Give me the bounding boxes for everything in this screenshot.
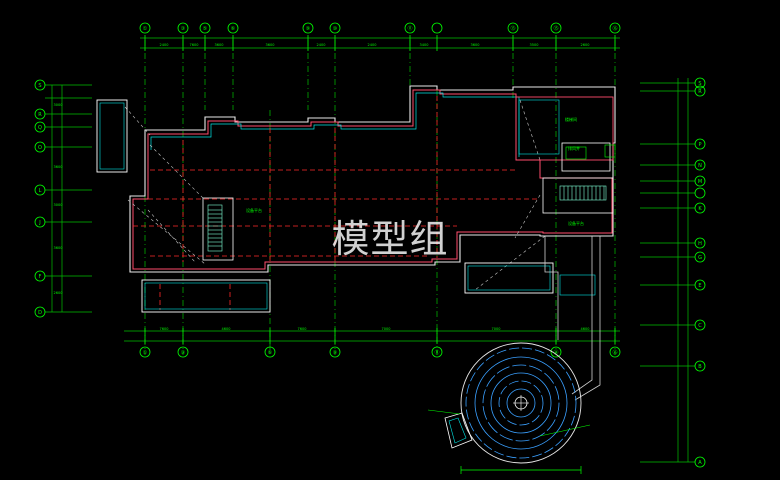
right-axis-bubbles (694, 77, 706, 468)
svg-text:⑮: ⑮ (553, 25, 558, 32)
dimension-lines (45, 37, 695, 463)
svg-text:A: A (698, 460, 702, 466)
svg-text:③: ③ (181, 350, 185, 356)
svg-text:7000: 7000 (492, 327, 501, 331)
left-axis-bubbles (34, 79, 46, 318)
svg-text:2400: 2400 (317, 43, 326, 47)
watermark-text: 模型组 (331, 217, 449, 261)
svg-text:2600: 2600 (54, 291, 63, 295)
tower-connector (544, 236, 601, 401)
bottom-right-platform (464, 262, 596, 296)
svg-text:F: F (39, 274, 42, 280)
svg-text:3600: 3600 (471, 43, 480, 47)
svg-text:3600: 3600 (54, 165, 63, 169)
svg-text:P: P (698, 142, 701, 148)
svg-text:C: C (698, 323, 702, 329)
svg-text:R: R (698, 89, 702, 95)
bottom-left-platform (141, 279, 271, 313)
room-label-3: 楼梯间 (565, 116, 577, 122)
svg-text:⑨: ⑨ (306, 26, 310, 32)
svg-text:⑨: ⑨ (333, 350, 337, 356)
annotation-marks: 设备平台 设备平台 楼梯间 排风井 (246, 116, 584, 226)
svg-text:①: ① (143, 26, 148, 32)
svg-text:Q: Q (38, 125, 42, 131)
svg-text:N: N (698, 163, 702, 169)
svg-text:S: S (698, 81, 701, 87)
svg-text:7600: 7600 (298, 327, 307, 331)
svg-text:D: D (38, 310, 42, 316)
left-axis-labels: S R Q O L J F D (38, 83, 42, 316)
right-axis-labels: S R P N M K H G E C B A (698, 81, 703, 466)
bottom-axis-bubbles (139, 346, 621, 358)
stair-left (202, 197, 234, 261)
svg-text:⑯: ⑯ (612, 349, 617, 356)
svg-text:E: E (698, 283, 701, 289)
svg-text:3000: 3000 (54, 103, 63, 107)
left-dimension-text: 3000 3600 3000 3600 2600 (54, 103, 63, 295)
svg-text:H: H (698, 241, 702, 247)
svg-text:⑩: ⑩ (333, 26, 338, 32)
svg-text:7600: 7600 (160, 327, 169, 331)
svg-text:3600: 3600 (54, 246, 63, 250)
svg-text:R: R (38, 112, 42, 118)
svg-text:L: L (39, 188, 42, 194)
svg-text:⑥: ⑥ (231, 26, 236, 32)
stair-right (542, 177, 614, 214)
top-dimension-text: 2400 7600 3600 3600 2400 2400 3400 3600 … (160, 43, 590, 47)
room-label-1: 设备平台 (246, 207, 262, 213)
top-axis-bubbles (139, 22, 621, 34)
top-axis-labels: ① ③ ⑤ ⑥ ⑨ ⑩ ⑪ ⑬ ⑮ ⑯ (143, 25, 618, 32)
svg-text:⑤: ⑤ (203, 26, 207, 32)
svg-text:③: ③ (181, 26, 185, 32)
bottom-axis-labels: ① ③ ⑥ ⑨ ⑪ ⑭ ⑯ (143, 349, 618, 356)
svg-text:⑯: ⑯ (612, 25, 617, 32)
room-label-2: 设备平台 (568, 220, 584, 226)
svg-text:⑥: ⑥ (268, 350, 273, 356)
left-equipment-platform (96, 99, 128, 173)
svg-text:S: S (38, 83, 41, 89)
bottom-dimension-text: 7600 4600 7600 7000 7000 4600 (160, 327, 590, 331)
svg-text:G: G (698, 255, 702, 261)
svg-text:3500: 3500 (530, 43, 539, 47)
svg-text:O: O (38, 145, 42, 151)
svg-text:J: J (38, 220, 40, 226)
upper-right-room (515, 96, 616, 172)
svg-text:①: ① (143, 350, 148, 356)
svg-text:3000: 3000 (54, 203, 63, 207)
svg-text:⑭: ⑭ (553, 349, 558, 356)
circular-tower (427, 342, 591, 474)
svg-text:4600: 4600 (581, 327, 590, 331)
svg-text:2600: 2600 (581, 43, 590, 47)
beam-lines (133, 96, 540, 310)
svg-text:B: B (698, 364, 702, 370)
room-label-4: 排风井 (568, 145, 580, 151)
svg-text:⑪: ⑪ (434, 349, 439, 356)
dimension-ticks (144, 35, 616, 344)
svg-text:2400: 2400 (160, 43, 169, 47)
svg-text:2400: 2400 (368, 43, 377, 47)
svg-text:⑪: ⑪ (407, 25, 412, 32)
svg-text:⑬: ⑬ (510, 25, 515, 32)
svg-text:4600: 4600 (222, 327, 231, 331)
svg-text:7000: 7000 (382, 327, 391, 331)
svg-text:3400: 3400 (420, 43, 429, 47)
svg-text:3600: 3600 (215, 43, 224, 47)
svg-text:K: K (698, 206, 702, 212)
svg-text:7600: 7600 (190, 43, 199, 47)
svg-text:3600: 3600 (266, 43, 275, 47)
svg-text:M: M (698, 179, 702, 185)
